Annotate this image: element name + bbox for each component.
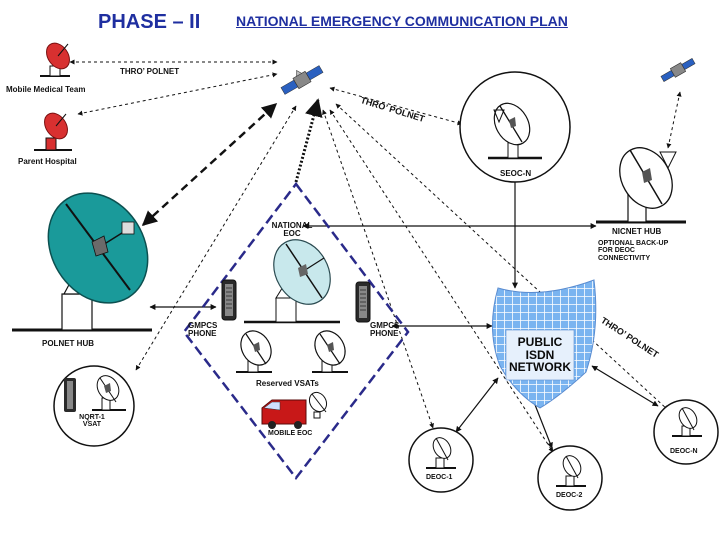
optional-backup-note: OPTIONAL BACK-UP FOR DEOC CONNECTIVITY — [598, 240, 668, 262]
polnet-hub-label: POLNET HUB — [42, 339, 94, 348]
gmpcs-left-line2: PHONE — [188, 329, 217, 339]
deocn-dish-icon — [672, 407, 702, 437]
isdn-label-box — [505, 329, 575, 381]
link-isdn-deocn — [591, 365, 659, 407]
seoc-dish-icon — [488, 102, 542, 160]
gmpcs-right-line1: GMPCS — [370, 321, 400, 330]
nicnet-hub-dish-icon — [596, 147, 686, 224]
nqrt-label-line1: NQRT-1 — [79, 414, 105, 421]
gmpcs-left-line1: GMPCS — [188, 321, 218, 330]
reserved-vsat-right-icon — [312, 330, 348, 373]
reserved-vsats-label: Reserved VSATs — [256, 379, 319, 388]
deoc2-label: DEOC-2 — [556, 492, 583, 499]
optional-line2: FOR DEOC — [598, 247, 635, 255]
link-satellite-deoc1 — [322, 109, 434, 429]
links — [69, 59, 682, 453]
gmpcs-right-line2: PHONE — [370, 329, 399, 339]
national-eoc-dish-icon — [244, 239, 340, 324]
link-parent-hospital-satellite — [77, 72, 278, 116]
mobile-medical-team-dish-icon — [40, 42, 70, 77]
mobile-medical-team-label: Mobile Medical Team — [6, 85, 86, 94]
link-national-eoc-satellite — [294, 98, 323, 183]
seoc-label: SEOC-N — [500, 169, 532, 178]
optional-line1: OPTIONAL BACK-UP — [598, 240, 669, 247]
link-polnet-hub-satellite — [141, 102, 278, 227]
nicnet-hub-label: NICNET HUB — [612, 227, 662, 236]
satellite-main-icon — [280, 65, 324, 95]
thro-polnet-top-label: THRO’ POLNET — [120, 67, 180, 76]
isdn-line3: NETWORK — [509, 360, 571, 375]
gmpcs-right-phone-icon — [355, 281, 371, 323]
parent-hospital-dish-icon — [34, 112, 72, 151]
deoc2-dish-icon — [556, 455, 586, 487]
optional-line3: CONNECTIVITY — [598, 254, 651, 262]
gmpcs-right-label: GMPCS PHONE — [370, 321, 400, 339]
national-eoc-label-line1: NATIONAL — [271, 221, 313, 230]
gmpcs-left-phone-icon — [221, 279, 237, 321]
satellite-right-icon — [660, 58, 696, 82]
link-satellite2-nicnet — [666, 91, 682, 149]
phase-title: PHASE – II — [98, 11, 201, 33]
isdn-line2: ISDN — [525, 347, 555, 362]
nqrt-dish-icon — [64, 375, 126, 412]
gmpcs-left-label: GMPCS PHONE — [188, 321, 218, 339]
national-eoc-region — [182, 181, 410, 481]
nqrt-label: NQRT-1 VSAT — [72, 414, 112, 429]
reserved-vsat-left-icon — [236, 330, 272, 373]
link-isdn-deoc1 — [455, 377, 499, 433]
polnet-hub-dish-icon — [12, 192, 152, 332]
deoc1-dish-icon — [426, 437, 456, 469]
national-eoc-label: NATIONAL EOC — [262, 221, 322, 239]
mobile-eoc-label: MOBILE EOC — [268, 430, 313, 437]
isdn-label: PUBLIC ISDN NETWORK — [506, 336, 574, 374]
plan-title: NATIONAL EMERGENCY COMMUNICATION PLAN — [236, 13, 568, 29]
deocn-label: DEOC-N — [670, 448, 698, 455]
national-eoc-label-line2: EOC — [283, 229, 301, 239]
deoc1-label: DEOC-1 — [426, 474, 453, 481]
parent-hospital-label: Parent Hospital — [18, 157, 77, 166]
isdn-line1: PUBLIC — [517, 335, 563, 349]
nqrt-label-line2: VSAT — [82, 421, 102, 429]
mobile-eoc-van-icon — [261, 391, 328, 429]
